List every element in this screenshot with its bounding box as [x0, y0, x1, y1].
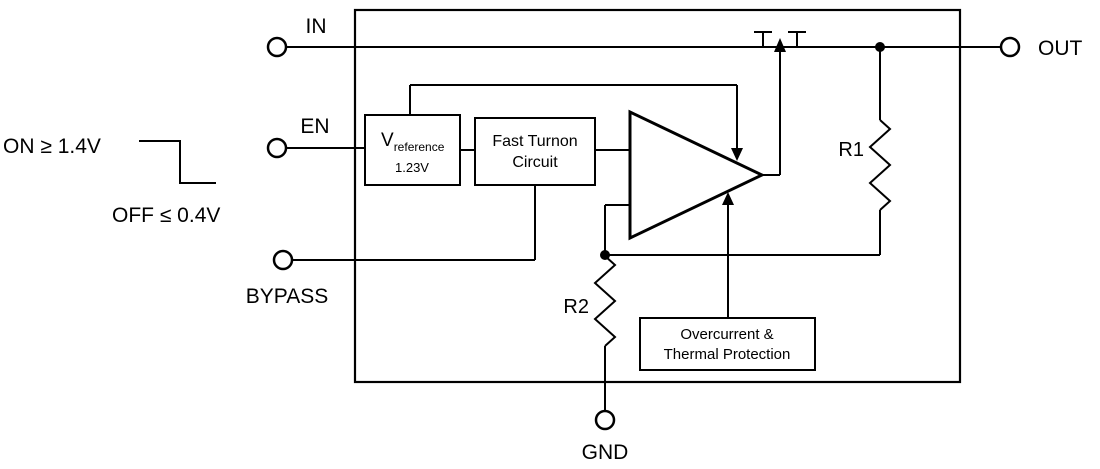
pin-label-gnd: GND	[582, 441, 629, 464]
fast-turnon-label-line2: Circuit	[512, 154, 558, 171]
arrowhead-transistor-gate	[774, 38, 786, 52]
junction-dot-feedback-node	[600, 250, 610, 260]
enable-off-threshold-label: OFF ≤ 0.4V	[112, 204, 220, 227]
junction-dot-output-node	[875, 42, 885, 52]
pin-terminal-gnd	[594, 409, 616, 431]
pin-label-en: EN	[300, 115, 329, 138]
enable-on-threshold-label: ON ≥ 1.4V	[3, 135, 101, 158]
protection-block	[639, 317, 816, 371]
protection-label-line2: Thermal Protection	[664, 346, 791, 363]
resistor-r2-zigzag	[593, 255, 617, 347]
fast-turnon-label-line1: Fast Turnon	[492, 133, 577, 150]
pin-terminal-out	[999, 36, 1021, 58]
vref-block-label: Vreference	[381, 130, 445, 154]
resistor-r1-zigzag	[868, 119, 892, 211]
arrowhead-into-amp-bottom	[722, 192, 734, 205]
pin-terminal-bypass	[272, 249, 294, 271]
arrowhead-into-amp-top	[731, 148, 743, 161]
vref-value-label: 1.23V	[395, 160, 429, 175]
enable-step-waveform	[139, 140, 216, 184]
pin-label-out: OUT	[1038, 37, 1083, 60]
pin-label-in: IN	[306, 15, 327, 38]
resistor-label-r1: R1	[838, 139, 864, 161]
pin-terminal-en	[266, 137, 288, 159]
error-amplifier-triangle	[628, 109, 766, 241]
pin-terminal-in	[266, 36, 288, 58]
fast-turnon-block	[474, 117, 596, 186]
protection-label-line1: Overcurrent &	[680, 326, 773, 343]
vref-block	[364, 114, 461, 186]
pin-label-bypass: BYPASS	[246, 285, 328, 308]
resistor-label-r2: R2	[563, 296, 589, 318]
